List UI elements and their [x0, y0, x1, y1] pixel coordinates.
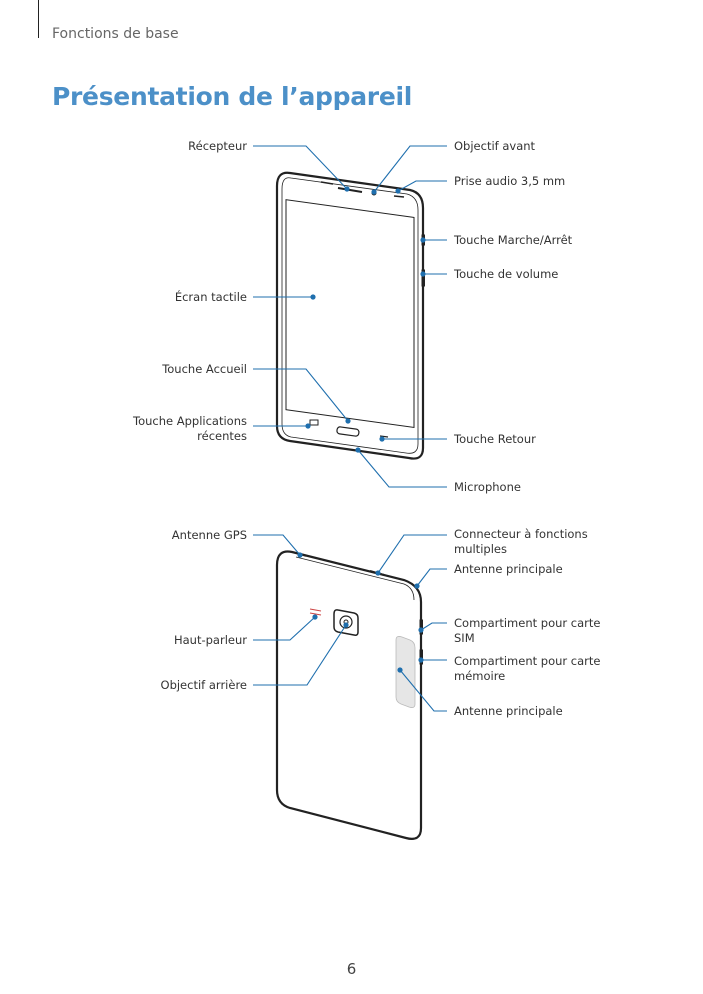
leader-dots — [297, 186, 426, 673]
label-main-antenna-top: Antenne principale — [454, 562, 563, 576]
label-speaker: Haut-parleur — [173, 633, 247, 647]
label-audio-jack: Prise audio 3,5 mm — [454, 174, 566, 188]
label-memory-line2: mémoire — [454, 669, 506, 683]
label-touchscreen: Écran tactile — [174, 290, 247, 304]
label-multipurpose-line1: Connecteur à fonctions — [454, 527, 588, 541]
label-sim-line2: SIM — [454, 631, 475, 645]
label-sim-line1: Compartiment pour carte — [454, 616, 601, 630]
label-recent-apps-line1: Touche Applications — [133, 414, 247, 428]
label-back-key: Touche Retour — [454, 432, 536, 446]
leader-lines — [253, 145, 447, 712]
label-main-antenna-bottom: Antenne principale — [454, 704, 563, 718]
page-number: 6 — [346, 960, 357, 978]
label-memory-line1: Compartiment pour carte — [454, 654, 601, 668]
label-memory-tray: Compartiment pour carte mémoire — [454, 654, 600, 684]
label-front-camera: Objectif avant — [454, 139, 536, 153]
label-gps-antenna: Antenne GPS — [171, 528, 247, 542]
header-rule — [38, 0, 39, 38]
front-device — [275, 171, 425, 460]
label-recent-apps-line2: récentes — [197, 429, 247, 443]
label-microphone: Microphone — [454, 480, 521, 494]
section-header: Fonctions de base — [52, 26, 179, 42]
back-device — [275, 550, 423, 840]
label-volume-key: Touche de volume — [454, 267, 559, 281]
label-power-key: Touche Marche/Arrêt — [454, 233, 573, 247]
label-sim-tray: Compartiment pour carte SIM — [454, 616, 600, 646]
label-home-key: Touche Accueil — [162, 362, 247, 376]
label-recent-apps-key: Touche Applications récentes — [133, 414, 247, 444]
label-multipurpose-jack: Connecteur à fonctions multiples — [454, 527, 588, 557]
label-receiver: Récepteur — [188, 139, 247, 153]
label-multipurpose-line2: multiples — [454, 542, 507, 556]
label-rear-camera: Objectif arrière — [160, 678, 247, 692]
page-title: Présentation de l’appareil — [52, 82, 413, 111]
